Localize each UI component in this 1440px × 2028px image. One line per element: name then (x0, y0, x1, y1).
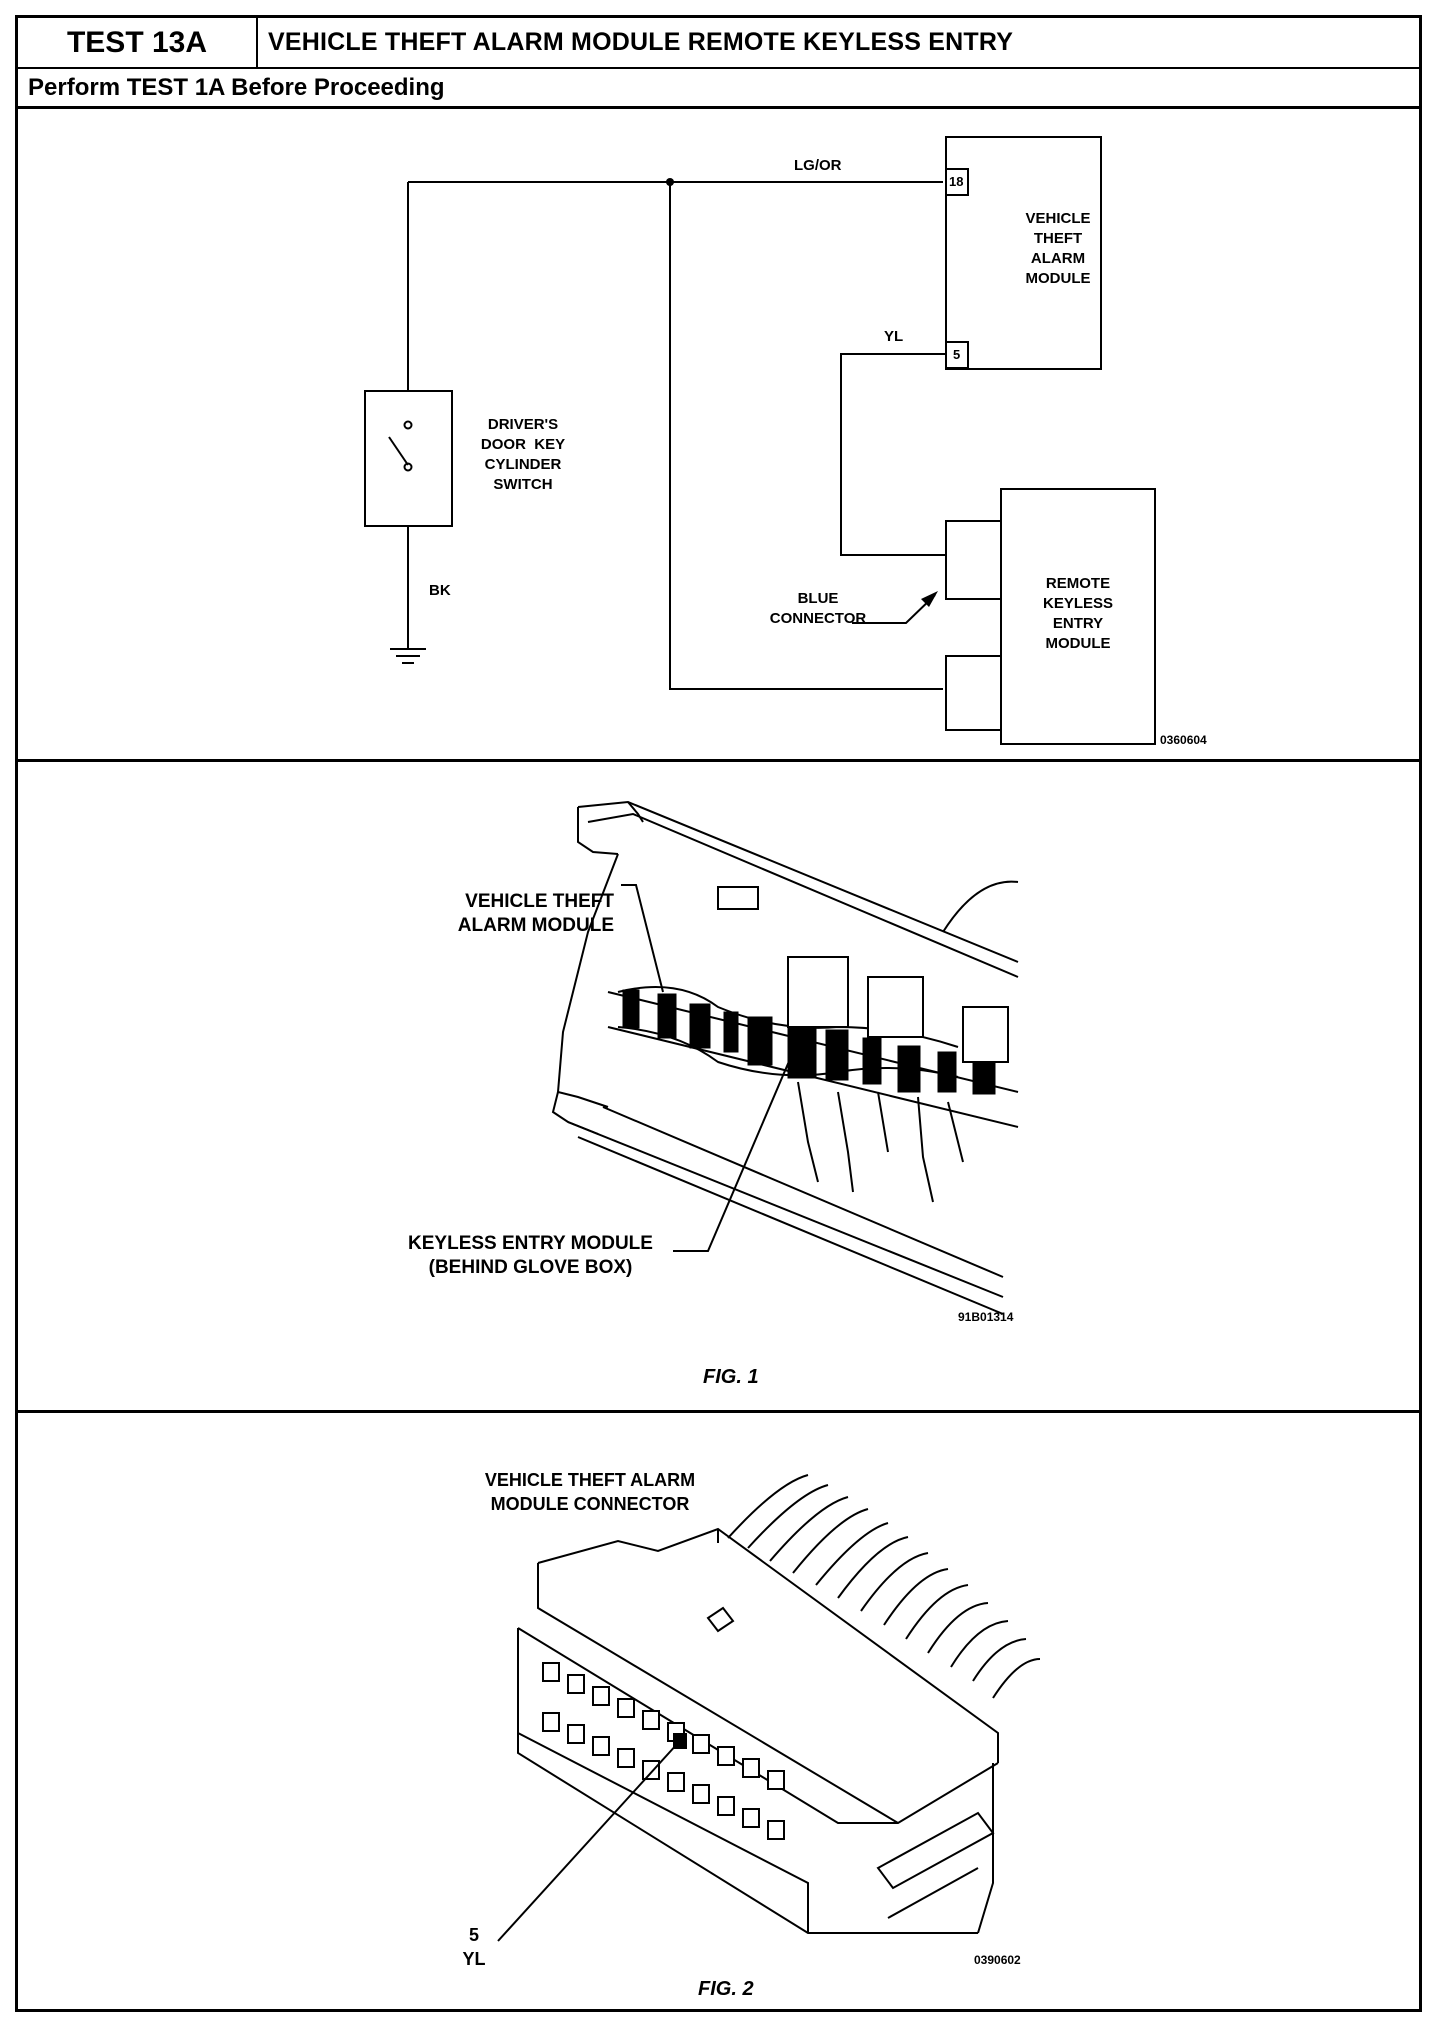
schematic-drawing (364, 136, 1156, 745)
fig-1-drawing (551, 800, 1019, 1315)
pin-5-callout: 5 YL (462, 1925, 486, 1969)
blue-connector-label: BLUE CONNECTOR (769, 590, 867, 627)
section-divider (18, 1410, 1419, 1413)
wire-splice-to-rke (669, 182, 943, 690)
keyless-callout: KEYLESS ENTRY MODULE (BEHIND GLOVE BOX) (408, 1233, 653, 1278)
wire-label-bk: BK (429, 582, 451, 599)
pin-18-label: 18 (949, 174, 964, 189)
connector-title: VEHICLE THEFT ALARM MODULE CONNECTOR (484, 1470, 696, 1514)
header-row: TEST 13A VEHICLE THEFT ALARM MODULE REMO… (18, 18, 1419, 69)
schematic-code: 0360604 (1160, 733, 1207, 747)
fig-1-panel: VEHICLE THEFT ALARM MODULE KEYLESS ENTRY… (18, 762, 1419, 1410)
pin-5-label: 5 (953, 347, 961, 362)
wire-label-yl: YL (884, 328, 904, 345)
vtam-callout: VEHICLE THEFT ALARM MODULE (457, 891, 614, 936)
pin-18-box (945, 168, 969, 196)
prerequisite-row: Perform TEST 1A Before Proceeding (18, 69, 1419, 109)
test-sheet: TEST 13A VEHICLE THEFT ALARM MODULE REMO… (15, 15, 1422, 2012)
fig-2-drawing (497, 1474, 1041, 1942)
rke-connector-2 (945, 655, 1002, 731)
switch-label: DRIVER'S DOOR KEY CYLINDER SWITCH (480, 416, 566, 493)
blue-connector (945, 520, 1002, 600)
fig-2-panel: VEHICLE THEFT ALARM MODULE CONNECTOR 5 Y… (18, 1413, 1419, 2009)
wiring-schematic: LG/OR YL BK 18 5 VEHICLE THEFT ALARM MOD… (18, 109, 1419, 759)
fig-1-code: 91B01314 (958, 1310, 1014, 1324)
vtam-label: VEHICLE THEFT ALARM MODULE (1025, 210, 1091, 287)
vtam-box (945, 136, 1102, 370)
wire-yl (840, 353, 946, 556)
test-title: VEHICLE THEFT ALARM MODULE REMOTE KEYLES… (268, 28, 1014, 56)
prerequisite-note: Perform TEST 1A Before Proceeding (28, 74, 445, 101)
rke-box (1000, 488, 1156, 745)
fig-1-caption: FIG. 1 (703, 1366, 759, 1388)
wire-label-lg-or: LG/OR (794, 157, 842, 174)
leader-arrow (921, 591, 938, 607)
fig-2-caption: FIG. 2 (698, 1978, 754, 2000)
splice-dot (666, 178, 674, 186)
test-id: TEST 13A (18, 18, 258, 67)
pin-5-leader (497, 1742, 679, 1942)
switch-box (364, 390, 453, 527)
ground-symbol (390, 648, 426, 664)
rke-label: REMOTE KEYLESS ENTRY MODULE (1042, 575, 1114, 652)
section-divider (18, 759, 1419, 762)
fig-2-code: 0390602 (974, 1953, 1021, 1967)
